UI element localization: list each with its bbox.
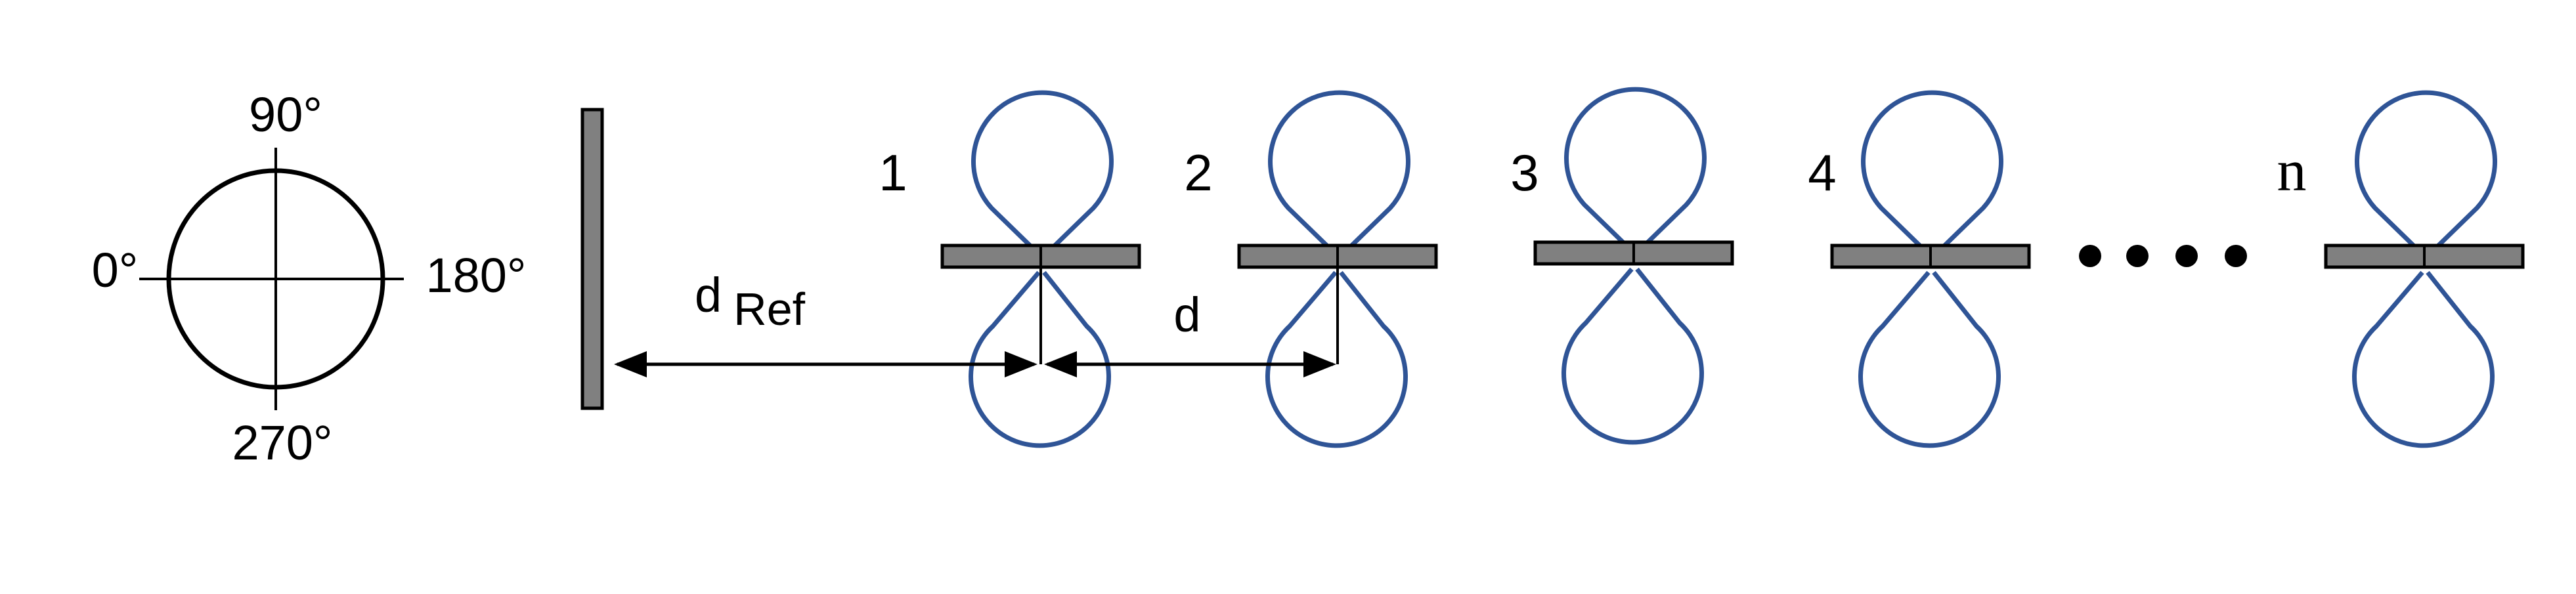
radiation-lobe-upper <box>1268 90 1410 258</box>
angle-label-bottom: 270° <box>232 415 332 470</box>
antenna-element-1: 1 <box>879 90 1141 448</box>
ellipsis-dot <box>2126 245 2149 267</box>
angle-label-top: 90° <box>249 87 322 142</box>
antenna-element-4: 4 <box>1808 90 2031 448</box>
d-ref-subscript: Ref <box>733 284 805 335</box>
reflector-plate <box>580 108 604 410</box>
radiation-lobe-upper <box>2355 90 2497 258</box>
radiation-lobe-lower <box>1858 270 2001 448</box>
antenna-elements: 1 2 3 4 n <box>879 87 2525 448</box>
element-label-n: n <box>2277 138 2307 203</box>
element-label-4: 4 <box>1808 144 1836 202</box>
ellipsis-dot <box>2079 245 2101 267</box>
antenna-element-2: 2 <box>1184 90 1438 448</box>
angle-label-right: 180° <box>426 248 526 303</box>
d-label: d <box>1173 287 1200 342</box>
radiation-lobe-upper <box>1861 90 2003 258</box>
element-label-1: 1 <box>879 144 907 202</box>
radiation-lobe-upper <box>971 90 1114 258</box>
angle-label-left: 0° <box>92 243 139 297</box>
radiation-lobe-upper <box>1564 87 1707 255</box>
ellipsis-dot <box>2225 245 2247 267</box>
antenna-element-n: n <box>2277 90 2525 448</box>
element-label-3: 3 <box>1510 144 1539 202</box>
radiation-lobe-lower <box>1561 267 1704 445</box>
d-ref-main: d <box>695 268 722 322</box>
ellipsis-dot <box>2175 245 2198 267</box>
antenna-element-3: 3 <box>1510 87 1734 445</box>
element-label-2: 2 <box>1184 144 1212 202</box>
radiation-lobe-lower <box>2352 270 2495 448</box>
ellipsis-dots <box>2079 245 2247 267</box>
angle-reference: 90° 0° 180° 270° <box>92 87 527 470</box>
